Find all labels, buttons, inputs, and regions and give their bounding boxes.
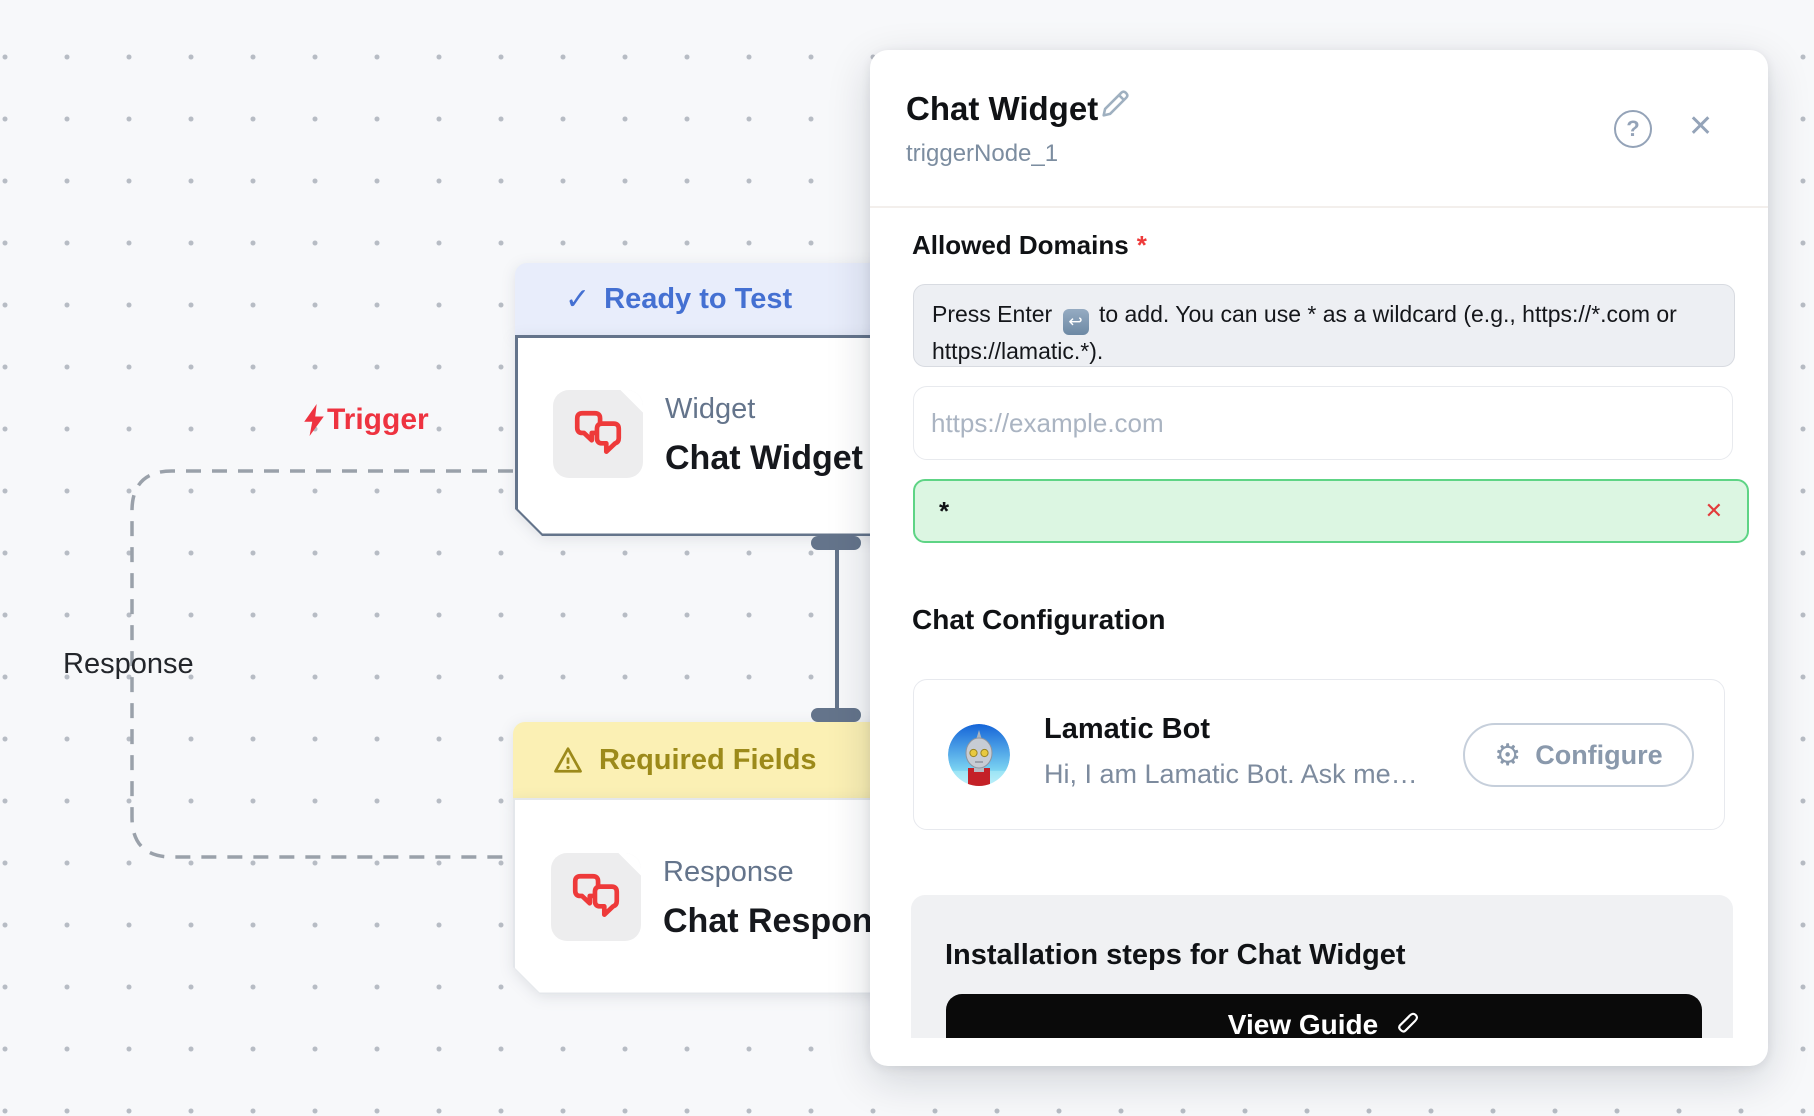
installation-section: Installation steps for Chat Widget View … (911, 895, 1733, 1038)
node-title: Chat Widget (665, 439, 864, 477)
node-type-label: Widget (665, 393, 756, 425)
configure-button[interactable]: ⚙ Configure (1463, 723, 1694, 787)
allowed-domains-label: Allowed Domains* (912, 230, 1147, 260)
node-icon-tile (553, 390, 643, 478)
source-handle[interactable] (811, 536, 861, 550)
domain-tag-wildcard: * ✕ (913, 479, 1749, 543)
question-mark-icon: ? (1626, 116, 1640, 141)
target-handle[interactable] (811, 708, 861, 722)
view-guide-button[interactable]: View Guide (946, 994, 1702, 1038)
response-edge-label: Response (63, 648, 194, 680)
node-id-label: triggerNode_1 (906, 140, 1059, 167)
enter-key-icon: ↩ (1062, 309, 1089, 335)
allowed-domains-hint: Press Enter ↩ to add. You can use * as a… (913, 284, 1735, 367)
gear-icon: ⚙ (1494, 737, 1522, 773)
domain-tag-value: * (939, 495, 950, 526)
bot-avatar (948, 724, 1010, 786)
domain-input[interactable] (913, 386, 1733, 460)
chat-bubbles-icon (574, 410, 622, 454)
trigger-edge-label: Trigger (303, 403, 429, 437)
node-config-panel: Chat Widget ? ✕ triggerNode_1 Allowed Do… (870, 50, 1768, 1066)
warning-icon (554, 747, 582, 773)
check-icon: ✓ (565, 282, 591, 316)
help-button[interactable]: ? (1614, 110, 1652, 148)
chat-configuration-heading: Chat Configuration (912, 604, 1166, 635)
header-divider (870, 206, 1768, 208)
node-title: Chat Response (663, 902, 911, 940)
bot-name: Lamatic Bot (1044, 713, 1210, 745)
lightning-bolt-icon (304, 404, 324, 436)
paperclip-icon (1398, 1012, 1419, 1033)
required-asterisk: * (1136, 230, 1147, 260)
edit-pencil-icon[interactable] (1098, 87, 1132, 126)
node-icon-tile (551, 853, 641, 941)
close-icon: ✕ (1688, 110, 1714, 143)
panel-title: Chat Widget (906, 90, 1099, 127)
close-panel-button[interactable]: ✕ (1688, 112, 1713, 142)
remove-tag-button[interactable]: ✕ (1704, 498, 1723, 523)
node-type-label: Response (663, 856, 794, 888)
installation-heading: Installation steps for Chat Widget (945, 939, 1406, 971)
bot-card: Lamatic Bot Hi, I am Lamatic Bot. Ask me… (913, 679, 1725, 830)
bot-description: Hi, I am Lamatic Bot. Ask me… (1044, 759, 1418, 789)
chat-bubbles-icon (572, 873, 620, 917)
